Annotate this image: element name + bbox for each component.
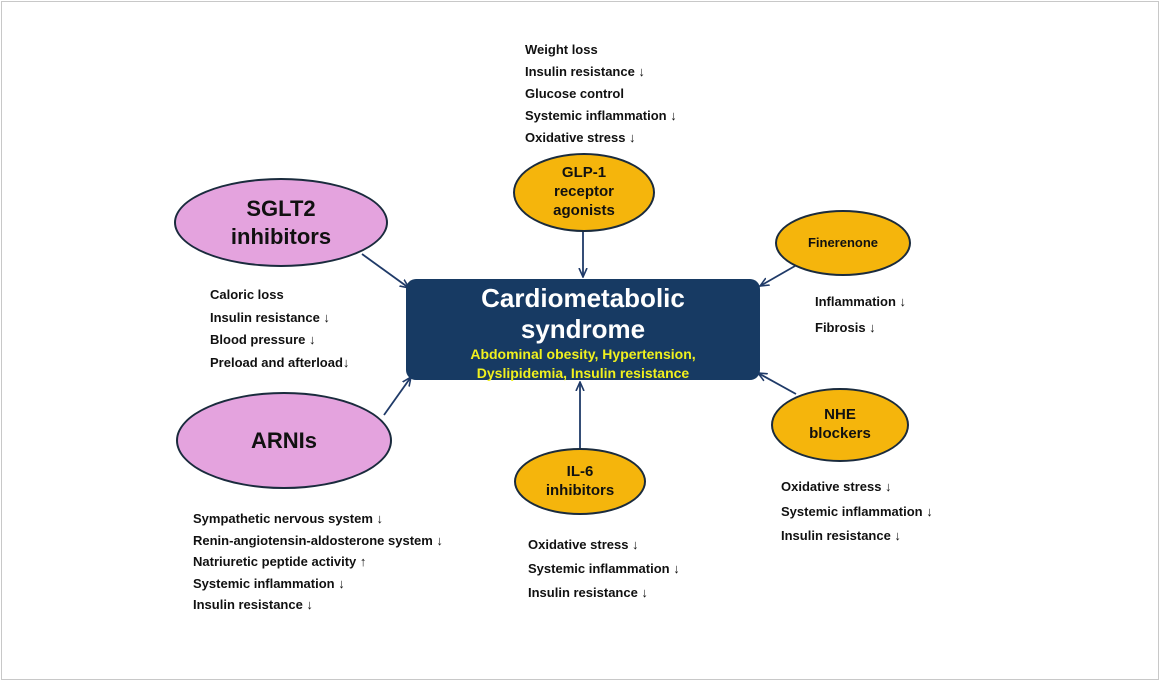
finerenone-label: Finerenone [807,234,879,250]
list-item: Caloric loss [210,287,284,302]
center-title-line2: syndrome [520,313,646,344]
sglt2-inhibitors-node: SGLT2 inhibitors [174,178,388,267]
arrow-arni-to-center [383,377,411,416]
list-item: Natriuretic peptide activity ↑ [193,554,367,569]
arrow-finerenone-to-center [760,265,796,286]
list-item: Renin-angiotensin-aldosterone system ↓ [193,532,443,548]
arrow-nhe-to-center [758,373,797,395]
list-item: Inflammation ↓ [815,294,907,309]
list-item: Sympathetic nervous system ↓ [193,511,384,526]
glp1-label-line3: agonists [553,201,615,219]
list-item: Systemic inflammation ↓ [193,575,345,591]
nhe-blockers-node: NHE blockers [771,388,909,462]
nhe-label-line2: blockers [809,425,871,442]
list-item: Insulin resistance ↓ [525,64,645,79]
arni-node: ARNIs [176,392,392,489]
arni-label: ARNIs [250,427,317,453]
list-item: Systemic inflammation ↓ [525,108,677,123]
sglt2-label-line1: SGLT2 [246,196,316,221]
list-item: Fibrosis ↓ [815,320,876,335]
il6-inhibitors-node: IL-6 inhibitors [514,448,646,515]
list-item: Glucose control [525,86,624,101]
list-item: Insulin resistance ↓ [781,528,901,543]
list-item: Insulin resistance ↓ [210,309,330,325]
finerenone-node: Finerenone [775,210,911,276]
center-title-line1: Cardiometabolic [481,283,685,313]
arni-effects-list: Sympathetic nervous system ↓ Renin-angio… [193,508,443,616]
nhe-effects-list: Oxidative stress ↓ Systemic inflammation… [781,475,933,549]
glp1-label-line2: receptor [553,183,615,201]
sglt2-effects-list: Caloric loss Insulin resistance ↓ Blood … [210,284,349,374]
center-title: Cardiometabolic syndrome [406,283,760,344]
finerenone-effects-list: Inflammation ↓ Fibrosis ↓ [815,289,906,341]
center-subtitle-line2: Dyslipidemia, Insulin resistance [476,364,690,381]
list-item: Oxidative stress ↓ [781,479,892,494]
list-item: Oxidative stress ↓ [528,537,639,552]
arrow-sglt2-to-center [361,253,409,288]
list-item: Systemic inflammation ↓ [781,503,933,519]
glp1-effects-list: Weight loss Insulin resistance ↓ Glucose… [525,39,677,149]
il6-label-line2: inhibitors [545,481,615,499]
glp1-label-line1: GLP-1 [561,164,607,182]
list-item: Insulin resistance ↓ [193,597,313,612]
center-subtitle-line1: Abdominal obesity, Hypertension, [470,346,696,363]
list-item: Preload and afterload↓ [210,354,350,370]
il6-label-line1: IL-6 [566,462,594,480]
il6-effects-list: Oxidative stress ↓ Systemic inflammation… [528,533,680,605]
list-item: Oxidative stress ↓ [525,130,636,145]
list-item: Weight loss [525,42,598,57]
list-item: Systemic inflammation ↓ [528,561,680,576]
list-item: Blood pressure ↓ [210,332,316,347]
sglt2-label-line2: inhibitors [230,223,332,249]
nhe-label-line1: NHE [824,406,856,424]
cardiometabolic-syndrome-box: Cardiometabolic syndrome Abdominal obesi… [406,279,760,381]
glp1-receptor-agonists-node: GLP-1 receptor agonists [513,153,655,232]
center-subtitle: Abdominal obesity, Hypertension, Dyslipi… [406,345,760,381]
list-item: Insulin resistance ↓ [528,585,648,600]
